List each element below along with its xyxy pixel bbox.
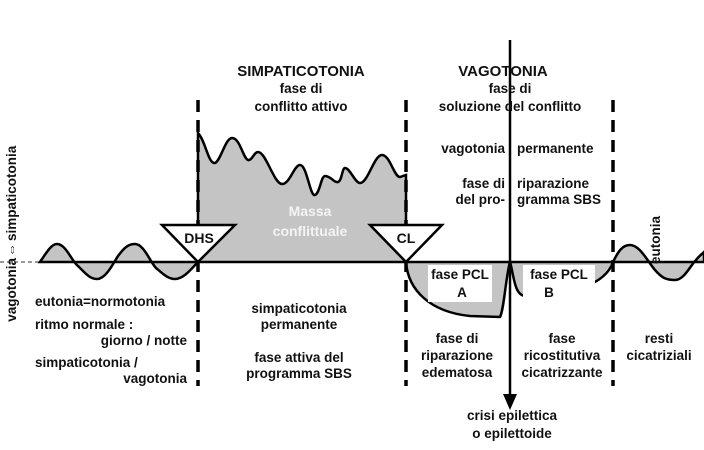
simpaticotonia-sub1: fase di [280, 81, 323, 96]
note-riparazione-r2: gramma SBS [517, 192, 601, 207]
crisis-label-2: o epilettoide [472, 426, 552, 441]
note-simpaticotonia-permanente-2: permanente [261, 317, 338, 332]
dhs-label: DHS [184, 230, 214, 246]
eutonia-wave-left [37, 242, 202, 281]
pcl-b-letter: B [544, 285, 554, 300]
note-cicatriziali: cicatriziali [626, 348, 691, 363]
vagotonia-sub2: soluzione del conflitto [439, 99, 582, 114]
note-simpaticotonia: simpaticotonia / [35, 355, 138, 370]
dhs-triangle [159, 223, 239, 264]
pcl-a-label: fase PCL [431, 267, 489, 282]
note-giorno-notte: giorno / notte [101, 333, 188, 348]
simpaticotonia-sub2: conflitto attivo [255, 99, 348, 114]
massa-label-1: Massa [289, 203, 332, 219]
double-arrow-icon: ⇔ [4, 243, 19, 257]
note-ritmo: ritmo normale : [35, 317, 133, 332]
note-simpaticotonia-permanente-1: simpaticotonia [251, 301, 347, 316]
eutonia-wave-right [610, 243, 704, 282]
note-ricostitutiva: ricostitutiva [524, 348, 601, 363]
note-fase-di: fase di [436, 331, 479, 346]
note-vagotonia-perm-right: permanente [517, 141, 594, 156]
note-fase: fase [548, 331, 576, 346]
left-axis-label: vagotonia ⇔ simpaticotonia [4, 145, 19, 322]
down-arrow-icon [503, 394, 517, 410]
note-riparazione: riparazione [421, 348, 494, 363]
eutonia-label: eutonia [648, 216, 663, 264]
massa-label-2: conflittuale [273, 223, 348, 239]
crisis-label-1: crisi epilettica [467, 408, 558, 423]
note-fase-attiva-2: programma SBS [246, 366, 352, 381]
note-eutonia: eutonia=normotonia [35, 294, 166, 309]
vagotonia-title: VAGOTONIA [458, 63, 548, 80]
note-riparazione-l1: fase di [462, 176, 505, 191]
note-cicatrizzante: cicatrizzante [521, 365, 603, 380]
note-vagotonia: vagotonia [123, 371, 187, 386]
vagotonia-sub1: fase di [489, 81, 532, 96]
pcl-a-letter: A [457, 285, 467, 300]
simpaticotonia-title: SIMPATICOTONIA [237, 63, 365, 80]
note-fase-attiva-1: fase attiva del [254, 350, 343, 365]
note-riparazione-l2: del pro- [456, 192, 506, 207]
note-vagotonia-perm-left: vagotonia [441, 141, 505, 156]
note-resti: resti [645, 331, 674, 346]
cl-label: CL [397, 230, 416, 246]
pcl-a-box [428, 265, 492, 302]
pcl-b-label: fase PCL [530, 267, 588, 282]
note-edematosa: edematosa [422, 365, 493, 380]
pcl-b-box [523, 265, 595, 302]
cl-triangle [367, 223, 445, 264]
note-riparazione-r1: riparazione [517, 176, 590, 191]
vagotonia-axis-label: vagotonia [4, 258, 19, 322]
simpaticotonia-axis-label: simpaticotonia [4, 145, 19, 241]
massa-conflittuale-area [196, 129, 408, 264]
